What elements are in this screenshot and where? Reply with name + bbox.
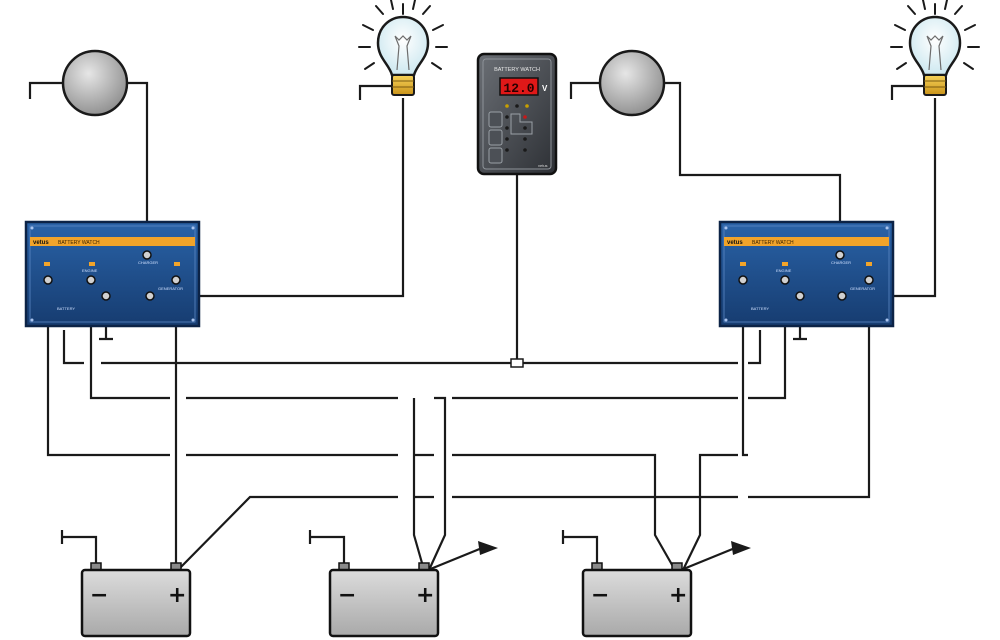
wire-right-lamp (875, 98, 937, 298)
output-arrow-icon (478, 541, 498, 555)
wire-right-generator (177, 282, 871, 571)
panel-brand: vetus (33, 240, 49, 246)
monitor-buttons[interactable] (488, 111, 503, 164)
panel-label-engine: ENGINE (82, 268, 98, 273)
terminal-lamp[interactable] (837, 291, 847, 301)
sensor-right (569, 49, 666, 117)
panel-label-charger: CHARGER (831, 260, 851, 265)
battery-1: − + (60, 530, 192, 638)
battery-plus-sign: + (168, 583, 186, 608)
panel-brand: vetus (727, 240, 743, 246)
panel-label-battery: BATTERY (57, 306, 75, 311)
panel-label-battery: BATTERY (751, 306, 769, 311)
light-bulb-icon (376, 15, 430, 77)
battery-plus-sign: + (669, 583, 687, 608)
terminal-charger[interactable] (142, 250, 152, 260)
battery-minus-sign: − (90, 583, 108, 608)
wire-out-mid (427, 546, 483, 572)
monitor-title: BATTERY WATCH (494, 67, 540, 73)
wire-bus-left (62, 330, 511, 365)
panel-stripe (30, 237, 195, 246)
monitor-led-grid (505, 104, 529, 152)
wire-out-right (680, 546, 736, 572)
ground-symbol-icon (569, 81, 600, 99)
terminal-charger-in[interactable] (738, 275, 748, 285)
battery-2: − + (308, 530, 440, 638)
output-arrow-icon (731, 541, 751, 555)
wire-left-lamp (182, 98, 405, 298)
lamp-right (890, 0, 980, 100)
voltage-unit: V (542, 84, 548, 93)
bus-junction (510, 358, 524, 368)
wire-right-sensor (664, 81, 842, 256)
ground-symbol-icon (890, 84, 923, 100)
lamp-left (358, 0, 448, 100)
wire-left-battery (46, 282, 676, 571)
round-sensor-icon (598, 49, 666, 117)
panel-title: BATTERY WATCH (58, 240, 100, 246)
panel-label-engine: ENGINE (776, 268, 792, 273)
panel-stripe (724, 237, 889, 246)
terminal-engine[interactable] (780, 275, 790, 285)
terminal-lamp[interactable] (145, 291, 155, 301)
ground-symbol-icon (358, 84, 391, 100)
battery-watch-panel-left: vetus BATTERY WATCH CHARGER ENGINE BATTE… (24, 220, 201, 328)
battery-3: − + (561, 530, 693, 638)
battery-watch-monitor: BATTERY WATCH 12.0 V vetus (476, 52, 558, 176)
battery-plus-sign: + (416, 583, 434, 608)
wire-right-charger (682, 282, 748, 571)
ground-symbol-icon (60, 530, 98, 570)
terminal-ground[interactable] (101, 291, 111, 301)
terminal-engine[interactable] (86, 275, 96, 285)
panel-label-generator: GENERATOR (158, 286, 183, 291)
panel-label-charger: CHARGER (138, 260, 158, 265)
ground-symbol-icon (561, 530, 599, 570)
terminal-generator[interactable] (864, 275, 874, 285)
monitor-maker: vetus (538, 163, 548, 168)
wire-bus-right (523, 330, 762, 365)
voltage-display (499, 77, 539, 96)
battery-watch-panel-right: vetus BATTERY WATCH CHARGER ENGINE BATTE… (718, 220, 895, 328)
panel-label-generator: GENERATOR (850, 286, 875, 291)
panel-title: BATTERY WATCH (752, 240, 794, 246)
ground-symbol-icon (308, 530, 346, 570)
terminal-battery[interactable] (43, 275, 53, 285)
terminal-generator[interactable] (171, 275, 181, 285)
sensor-left (28, 49, 129, 117)
wire-left-sensor (128, 81, 149, 256)
terminal-charger[interactable] (835, 250, 845, 260)
ground-symbol-icon (28, 81, 62, 99)
light-bulb-icon (908, 15, 962, 77)
round-sensor-icon (61, 49, 129, 117)
battery-minus-sign: − (338, 583, 356, 608)
battery-minus-sign: − (591, 583, 609, 608)
voltage-reading: 12.0 (503, 81, 534, 96)
terminal-ground[interactable] (795, 291, 805, 301)
